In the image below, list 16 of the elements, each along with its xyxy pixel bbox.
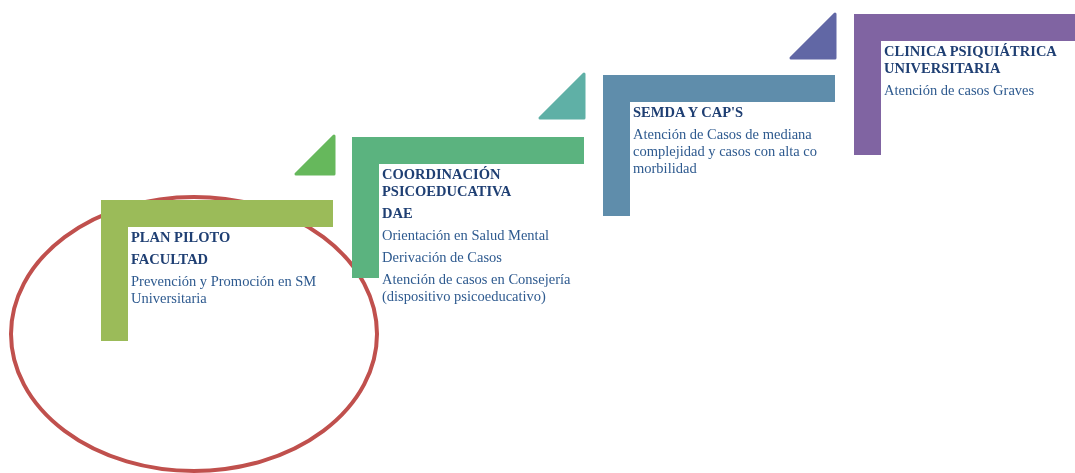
step-heading: COORDINACIÓN PSICOEDUCATIVA (382, 166, 513, 200)
step-description: Atención de casos en Consejería (dispositivo psicoeducativo) (382, 271, 572, 305)
step-description: Prevención y Promoción en SM Universitaria (131, 273, 318, 307)
step-description: Orientación en Salud Mental (382, 227, 551, 244)
step-heading: FACULTAD (131, 251, 210, 268)
step-heading: PLAN PILOTO (131, 229, 232, 246)
step-heading: CLINICA PSIQUIÁTRICA UNIVERSITARIA (884, 43, 1058, 77)
step-shape (603, 75, 835, 216)
step-heading: SEMDA Y CAP'S (633, 104, 745, 121)
step-shape (352, 137, 584, 305)
step-shape (854, 14, 1075, 155)
step-shape (101, 200, 333, 341)
step-description: Atención de Casos de mediana complejidad y casos con alta co morbilidad (633, 126, 818, 177)
step-heading: DAE (382, 205, 414, 222)
step-description: Atención de casos Graves (884, 82, 1036, 99)
step-description: Derivación de Casos (382, 249, 503, 266)
